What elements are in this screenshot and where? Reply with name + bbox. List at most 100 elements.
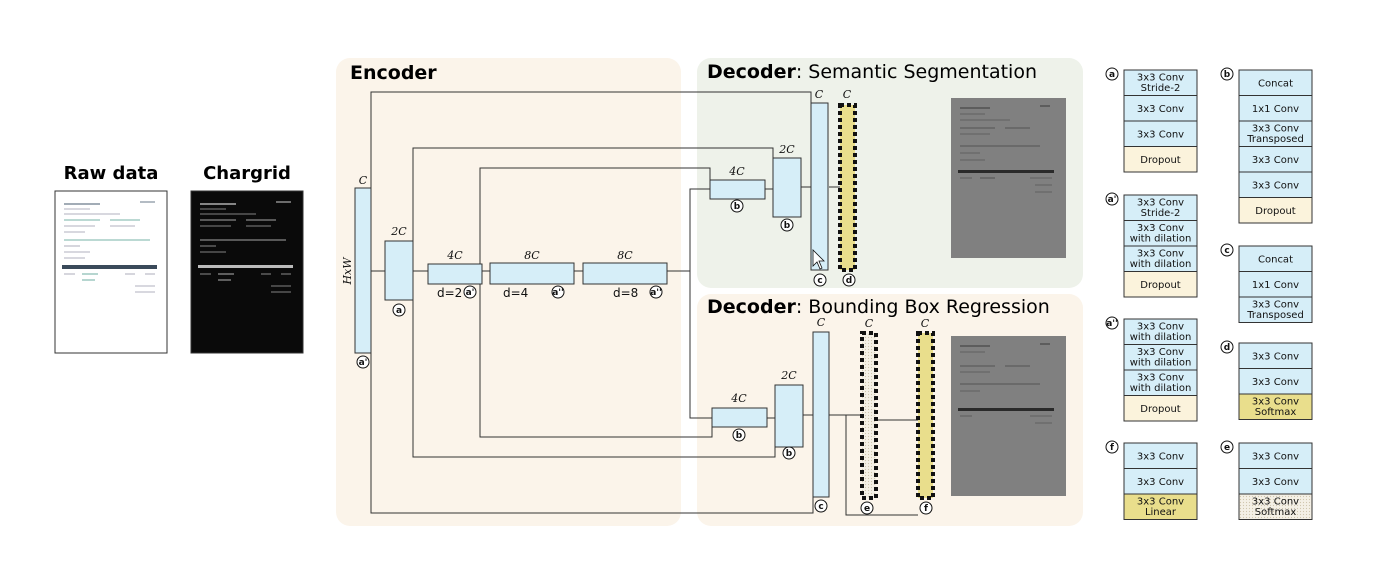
block-badge-label: b bbox=[784, 221, 791, 231]
bbox-block-c bbox=[813, 332, 829, 497]
legend-layer-label: 3x3 Conv bbox=[1137, 477, 1184, 488]
bbox-output-f bbox=[918, 333, 933, 498]
seg-output-map bbox=[951, 98, 1066, 258]
block-badge-label: f bbox=[924, 504, 928, 514]
legend-layer-label: 3x3 Conv bbox=[1252, 155, 1299, 166]
legend-stack-f: f3x3 Conv3x3 Conv3x3 ConvLinear bbox=[1106, 441, 1197, 520]
channel-label: C bbox=[817, 316, 826, 329]
bbox-output-map bbox=[951, 336, 1066, 496]
legend-stack-a: a 3x3 ConvStride-2 3x3 Conv 3x3 ConvDropout bbox=[1106, 68, 1197, 172]
legend-layer-label: 3x3 ConvStride-2 bbox=[1137, 198, 1184, 220]
channel-label: 2C bbox=[780, 369, 797, 382]
bbox-output-e bbox=[862, 333, 876, 498]
legend-badge-label: a'' bbox=[1106, 319, 1118, 329]
channel-label: 4C bbox=[730, 392, 747, 405]
legend-badge-label: c bbox=[1224, 246, 1229, 256]
channel-label: 2C bbox=[390, 225, 407, 238]
channel-label: 8C bbox=[617, 249, 633, 262]
channel-label: C bbox=[359, 174, 368, 187]
legend-layer-label: 1x1 Conv bbox=[1252, 280, 1299, 291]
legend-stack-c: cConcat 1x1 Conv 3x3 ConvTransposed bbox=[1221, 244, 1312, 323]
input-dim-label: HxW bbox=[341, 256, 354, 286]
block-badge-label: b bbox=[734, 202, 741, 212]
encoder-block-8c-2 bbox=[583, 263, 667, 284]
legend-layer-label: 3x3 Convwith dilation bbox=[1130, 322, 1192, 344]
legend-layer-label: 3x3 Conv bbox=[1252, 377, 1299, 388]
dilation-label: d=4 bbox=[503, 286, 528, 300]
legend-layer-label: 3x3 Conv bbox=[1137, 104, 1184, 115]
legend-badge-label: e bbox=[1224, 443, 1230, 453]
seg-block-c bbox=[811, 103, 828, 270]
encoder-block-4c bbox=[428, 264, 482, 284]
legend-layer-label: Dropout bbox=[1140, 404, 1181, 415]
block-badge-label: e bbox=[864, 504, 870, 514]
layer-legend: a3x3 ConvStride-23x3 Conv3x3 ConvDropout… bbox=[1106, 68, 1312, 520]
channel-label: C bbox=[843, 88, 852, 101]
legend-badge-label: d bbox=[1224, 343, 1230, 353]
raw-data-image bbox=[55, 191, 167, 353]
channel-label: 2C bbox=[778, 143, 795, 156]
legend-layer-label: 3x3 Conv bbox=[1137, 129, 1184, 140]
legend-layer-label: Dropout bbox=[1255, 206, 1296, 217]
legend-stack-e: e 3x3 Conv 3x3 Conv 3x3 ConvSoftmax bbox=[1221, 441, 1312, 520]
channel-label: 4C bbox=[446, 249, 463, 262]
legend-stack-b: bConcat1x1 Conv3x3 ConvTransposed3x3 Con… bbox=[1221, 68, 1312, 223]
legend-layer-label: 3x3 Convwith dilation bbox=[1130, 347, 1192, 369]
legend-badge-label: b bbox=[1224, 70, 1231, 80]
legend-layer-label: Concat bbox=[1258, 254, 1293, 265]
block-badge-label: c bbox=[818, 502, 823, 512]
legend-layer-label: 3x3 ConvTransposed bbox=[1246, 300, 1304, 322]
encoder-block-c bbox=[355, 188, 371, 353]
block-badge-label: a bbox=[396, 306, 402, 316]
bbox-block-2c bbox=[775, 385, 803, 447]
channel-label: C bbox=[865, 317, 874, 330]
legend-layer-label: 3x3 Conv bbox=[1137, 451, 1184, 462]
channel-label: C bbox=[815, 88, 824, 101]
encoder-block-2c bbox=[385, 241, 413, 300]
legend-layer-label: 3x3 Convwith dilation bbox=[1130, 223, 1192, 245]
legend-layer-label: 3x3 ConvStride-2 bbox=[1137, 73, 1184, 95]
legend-layer-label: 3x3 Conv bbox=[1252, 351, 1299, 362]
seg-block-4c bbox=[710, 180, 765, 199]
block-badge-label: a'' bbox=[650, 288, 662, 298]
block-badge-label: b bbox=[736, 431, 743, 441]
legend-layer-label: 3x3 Conv bbox=[1252, 451, 1299, 462]
legend-stack-d: d 3x3 Conv 3x3 Conv 3x3 ConvSoftmax bbox=[1221, 341, 1312, 420]
legend-stack-a2: a'' 3x3 Convwith dilation 3x3 Convwith dil… bbox=[1106, 317, 1197, 421]
decoder-seg-title: Decoder: Semantic Segmentation bbox=[707, 61, 1037, 83]
encoder-block-8c-1 bbox=[490, 263, 574, 284]
channel-label: C bbox=[921, 317, 930, 330]
legend-layer-label: 3x3 ConvSoftmax bbox=[1252, 497, 1299, 519]
legend-layer-label: 3x3 Conv bbox=[1252, 477, 1299, 488]
block-badge-label: d bbox=[846, 276, 852, 286]
block-badge-label: a' bbox=[359, 358, 368, 368]
block-badge-label: c bbox=[817, 276, 822, 286]
legend-stack-a1: a'3x3 ConvStride-23x3 Convwith dilation3… bbox=[1106, 193, 1197, 297]
chargrid-image bbox=[191, 191, 303, 353]
dilation-label: d=2 bbox=[437, 286, 462, 300]
raw-data-title: Raw data bbox=[64, 163, 159, 184]
legend-layer-label: 3x3 Conv bbox=[1252, 180, 1299, 191]
legend-layer-label: 3x3 ConvTransposed bbox=[1246, 124, 1304, 146]
seg-output-d bbox=[840, 105, 855, 270]
legend-layer-label: 3x3 ConvSoftmax bbox=[1252, 397, 1299, 419]
dilation-label: d=8 bbox=[613, 286, 638, 300]
legend-badge-label: a bbox=[1109, 70, 1115, 80]
encoder-title: Encoder bbox=[350, 62, 437, 84]
block-badge-label: a' bbox=[466, 288, 475, 298]
legend-layer-label: 3x3 Convwith dilation bbox=[1130, 249, 1192, 271]
bbox-block-4c bbox=[712, 408, 767, 427]
seg-block-2c bbox=[773, 158, 801, 217]
block-badge-label: a'' bbox=[552, 288, 564, 298]
decoder-bbox-title: Decoder: Bounding Box Regression bbox=[707, 296, 1050, 318]
channel-label: 4C bbox=[728, 165, 745, 178]
legend-layer-label: 1x1 Conv bbox=[1252, 104, 1299, 115]
legend-badge-label: f bbox=[1110, 443, 1114, 453]
legend-layer-label: Dropout bbox=[1140, 155, 1181, 166]
block-badge-label: b bbox=[786, 449, 793, 459]
channel-label: 8C bbox=[524, 249, 540, 262]
legend-layer-label: Dropout bbox=[1140, 280, 1181, 291]
legend-layer-label: 3x3 Convwith dilation bbox=[1130, 373, 1192, 395]
chargrid-title: Chargrid bbox=[203, 163, 291, 184]
